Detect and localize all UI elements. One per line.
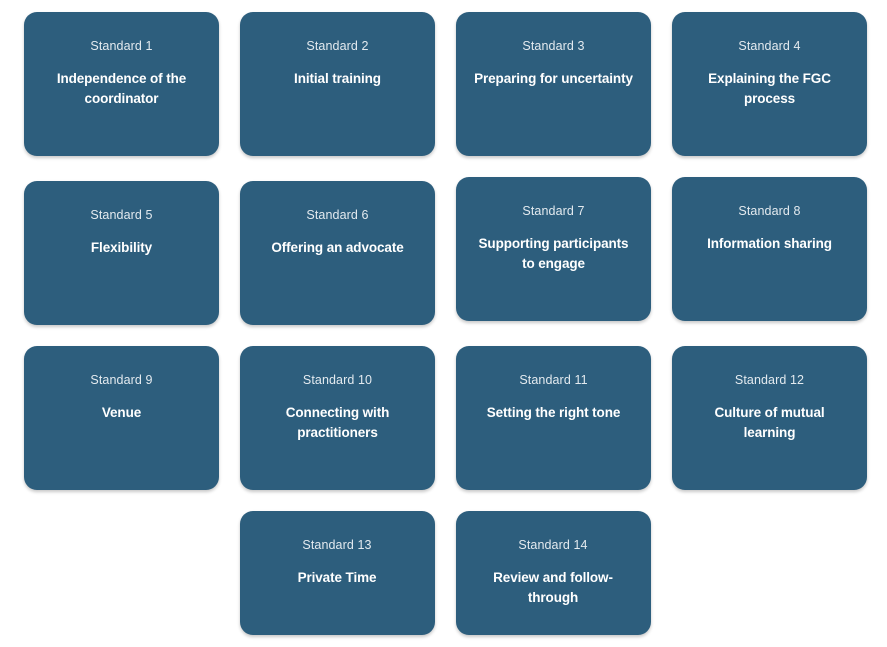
standard-card-9[interactable]: Standard 9 Venue xyxy=(24,346,219,490)
standards-row-3: Standard 9 Venue Standard 10 Connecting … xyxy=(24,346,867,490)
standard-card-eyebrow: Standard 10 xyxy=(302,373,373,387)
standard-card-11[interactable]: Standard 11 Setting the right tone xyxy=(456,346,651,490)
standards-row-4: Standard 13 Private Time Standard 14 Rev… xyxy=(24,511,866,635)
standard-card-title: Independence of the coordinator xyxy=(56,70,187,106)
standard-card-eyebrow: Standard 13 xyxy=(302,538,372,552)
standard-card-title: Supporting participants to engage xyxy=(478,235,629,271)
standard-card-title: Offering an advocate xyxy=(271,239,404,255)
standard-card-title: Private Time xyxy=(297,569,377,585)
standards-row-2: Standard 5 Flexibility Standard 6 Offeri… xyxy=(24,177,867,325)
standard-card-3[interactable]: Standard 3 Preparing for uncertainty xyxy=(456,12,651,156)
standard-card-12[interactable]: Standard 12 Culture of mutual learning xyxy=(672,346,867,490)
standard-card-eyebrow: Standard 4 xyxy=(738,39,801,53)
standard-card-4[interactable]: Standard 4 Explaining the FGC process xyxy=(672,12,867,156)
standard-card-title: Culture of mutual learning xyxy=(714,404,825,440)
standard-card-eyebrow: Standard 14 xyxy=(518,538,588,552)
standard-card-eyebrow: Standard 8 xyxy=(738,204,801,218)
standard-card-title: Information sharing xyxy=(707,235,832,251)
standard-card-eyebrow: Standard 7 xyxy=(522,204,585,218)
standard-card-5[interactable]: Standard 5 Flexibility xyxy=(24,181,219,325)
standard-card-10[interactable]: Standard 10 Connecting with practitioner… xyxy=(240,346,435,490)
standard-card-title: Initial training xyxy=(294,70,381,86)
standard-card-title: Explaining the FGC process xyxy=(708,70,831,106)
standard-card-title: Connecting with practitioners xyxy=(285,404,390,440)
standard-card-title: Review and follow-through xyxy=(493,569,613,605)
standard-card-7[interactable]: Standard 7 Supporting participants to en… xyxy=(456,177,651,321)
standard-card-eyebrow: Standard 1 xyxy=(90,39,153,53)
standard-card-6[interactable]: Standard 6 Offering an advocate xyxy=(240,181,435,325)
standard-card-eyebrow: Standard 2 xyxy=(306,39,369,53)
standard-card-eyebrow: Standard 3 xyxy=(522,39,585,53)
standard-card-title: Preparing for uncertainty xyxy=(474,70,633,86)
standard-card-eyebrow: Standard 12 xyxy=(734,373,805,387)
standard-card-13[interactable]: Standard 13 Private Time xyxy=(239,511,435,635)
standard-card-title: Flexibility xyxy=(90,239,153,255)
standard-card-title: Setting the right tone xyxy=(486,404,621,420)
standard-card-1[interactable]: Standard 1 Independence of the coordinat… xyxy=(24,12,219,156)
standard-card-2[interactable]: Standard 2 Initial training xyxy=(240,12,435,156)
standard-card-eyebrow: Standard 6 xyxy=(306,208,369,222)
standard-card-8[interactable]: Standard 8 Information sharing xyxy=(672,177,867,321)
standard-card-eyebrow: Standard 5 xyxy=(90,208,153,222)
standard-card-title: Venue xyxy=(101,404,142,420)
standard-card-eyebrow: Standard 9 xyxy=(90,373,153,387)
standards-row-1: Standard 1 Independence of the coordinat… xyxy=(24,12,867,156)
standard-card-eyebrow: Standard 11 xyxy=(519,373,588,387)
standard-card-14[interactable]: Standard 14 Review and follow-through xyxy=(455,511,651,635)
